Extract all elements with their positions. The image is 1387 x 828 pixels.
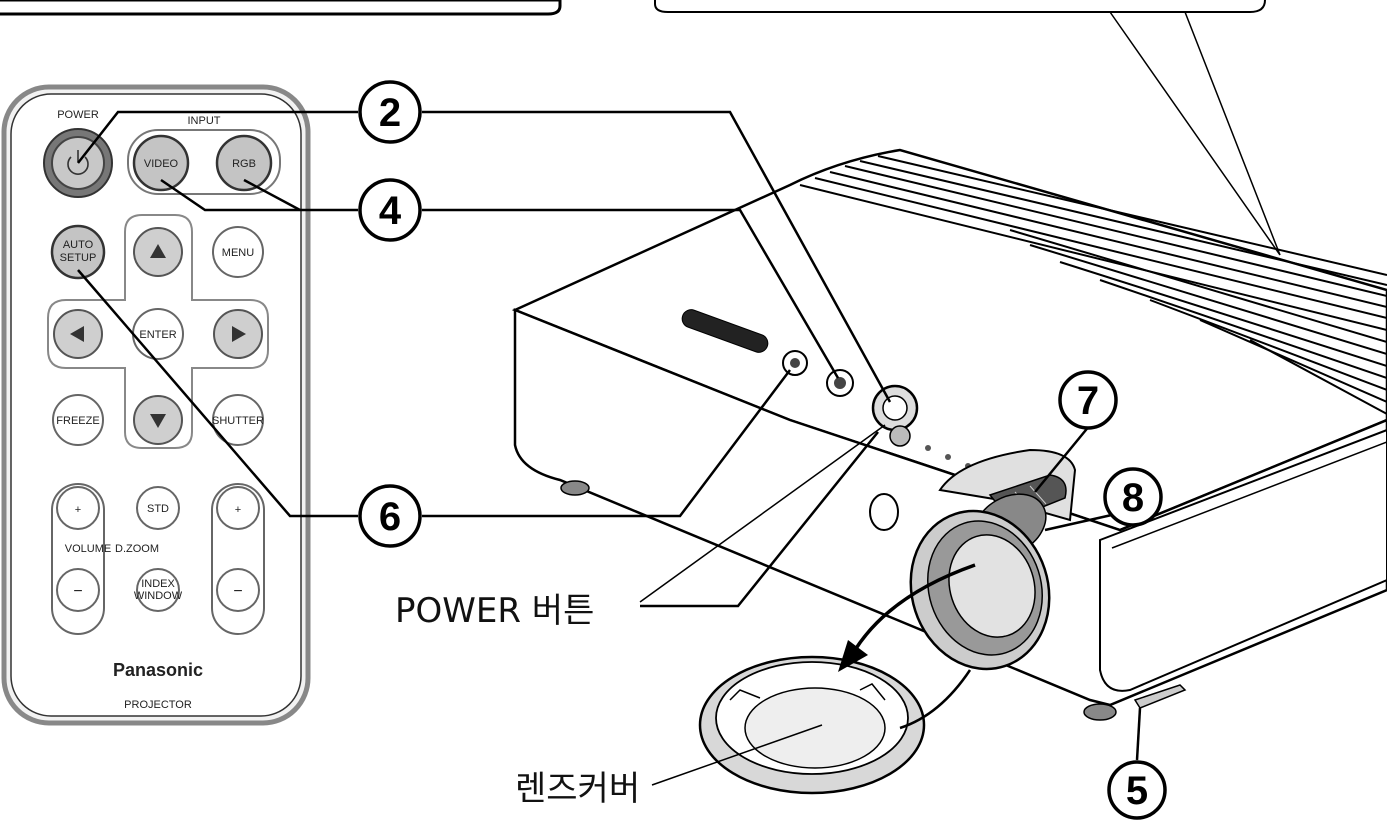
lens-cover-caption: 렌즈커버 <box>515 769 640 809</box>
auto-setup-center <box>834 377 846 389</box>
arrow-head-icon <box>838 640 868 672</box>
auto-setup-label-1: AUTO <box>63 239 94 251</box>
volume-minus-button[interactable] <box>56 568 100 612</box>
callout-8-number: 8 <box>1122 476 1144 520</box>
callout-7-number: 7 <box>1077 379 1099 423</box>
projector-side-panel <box>1099 428 1387 692</box>
callout-5: 5 <box>1107 760 1167 820</box>
video-button[interactable] <box>132 134 190 192</box>
remote-sensor <box>869 493 899 531</box>
speech-bubble-frame <box>654 0 1266 13</box>
volume-plus-label: + <box>75 504 81 516</box>
std-button-label: STD <box>147 503 169 515</box>
callout-7: 7 <box>1058 370 1118 430</box>
std-button[interactable] <box>136 486 180 530</box>
projector-side-edge <box>1111 441 1387 549</box>
power-button-caption: POWER 버튼 <box>395 591 594 631</box>
enter-button-label: ENTER <box>139 329 176 341</box>
callout-6: 6 <box>358 484 422 548</box>
volume-minus-label: − <box>73 583 82 600</box>
volume-plus-button[interactable] <box>56 486 100 530</box>
model-badge <box>681 309 769 353</box>
callout-8: 8 <box>1103 467 1163 527</box>
callout-4-number: 4 <box>379 189 402 233</box>
left-arrow-icon <box>70 326 84 342</box>
callout-lines <box>77 110 1142 786</box>
vent-grille <box>799 155 1387 415</box>
callout-2-number: 2 <box>379 91 401 135</box>
lens-cover-strap <box>899 669 972 730</box>
power-label: POWER <box>57 109 99 121</box>
front-right-foot <box>1083 703 1117 721</box>
zoom-minus-button[interactable] <box>216 568 260 612</box>
index-window-label-1: INDEX <box>141 578 175 590</box>
rgb-button-label: RGB <box>232 158 256 170</box>
lens-cover-arrow <box>853 563 976 651</box>
menu-button-label: MENU <box>222 247 254 259</box>
down-arrow-icon <box>150 414 166 428</box>
rgb-button[interactable] <box>215 134 273 192</box>
up-arrow-icon <box>150 244 166 258</box>
freeze-button-label: FREEZE <box>56 415 99 427</box>
front-left-foot <box>560 480 590 496</box>
top-left-frame <box>0 0 562 16</box>
volume-label: VOLUME <box>65 543 111 555</box>
freeze-button[interactable] <box>52 394 104 446</box>
zoom-plus-label: + <box>235 504 241 516</box>
callout-6-number: 6 <box>379 495 401 539</box>
callout-4: 4 <box>358 178 422 242</box>
power-indicator <box>889 425 911 447</box>
input-button-center <box>790 358 800 368</box>
video-button-label: VIDEO <box>144 158 179 170</box>
callout-2: 2 <box>358 80 422 144</box>
zoom-plus-button[interactable] <box>216 486 260 530</box>
brand-logo: Panasonic <box>113 660 203 680</box>
dzoom-label: D.ZOOM <box>115 543 159 555</box>
auto-setup-label-2: SETUP <box>60 252 97 264</box>
lens-glass <box>948 534 1036 638</box>
right-arrow-icon <box>232 326 246 342</box>
model-label: PROJECTOR <box>124 699 192 711</box>
speech-bubble-tail <box>1109 11 1281 256</box>
projector-top <box>511 148 1387 532</box>
menu-button[interactable] <box>212 226 264 278</box>
index-window-label-2: WINDOW <box>134 590 183 602</box>
input-label: INPUT <box>188 115 221 127</box>
callout-5-number: 5 <box>1126 769 1148 813</box>
zoom-minus-label: − <box>233 583 242 600</box>
remote-control: POWER INPUT VIDEO RGB AUTO SETUP MENU EN… <box>1 84 311 726</box>
adjuster-foot <box>1133 684 1187 709</box>
shutter-button[interactable] <box>212 394 264 446</box>
index-window-button[interactable] <box>136 568 180 612</box>
power-icon <box>882 395 908 421</box>
auto-setup-button[interactable] <box>50 224 106 280</box>
power-icon <box>67 150 89 175</box>
projector <box>511 148 1387 795</box>
shutter-button-label: SHUTTER <box>212 415 264 427</box>
lens-cover[interactable] <box>698 655 926 795</box>
